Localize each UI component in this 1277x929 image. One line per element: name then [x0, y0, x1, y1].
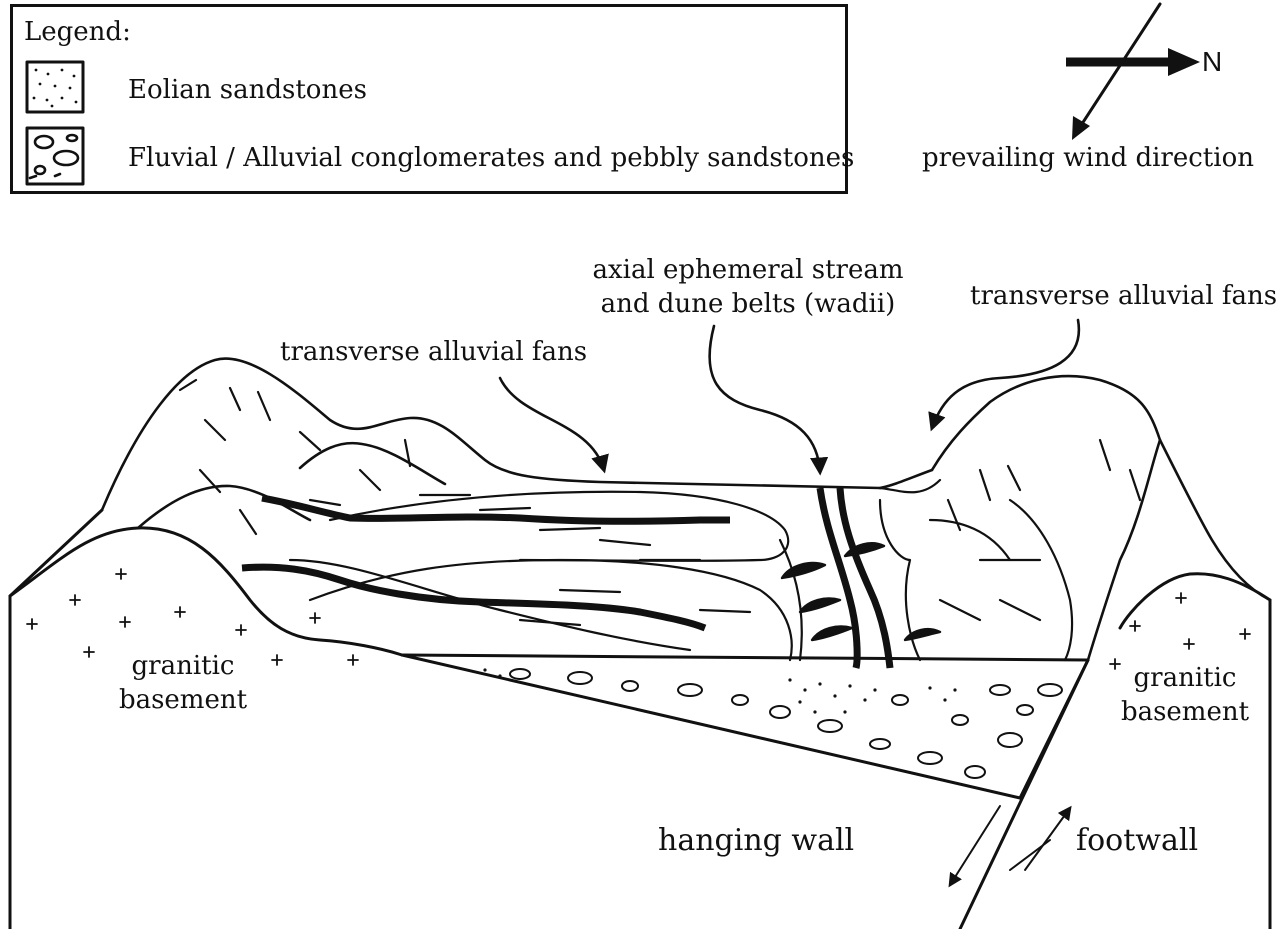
wind-direction-label: prevailing wind direction — [922, 144, 1254, 174]
legend-item-eolian: Eolian sandstones — [128, 76, 367, 106]
north-arrow — [1066, 48, 1200, 76]
label-axial-stream-line1: axial ephemeral stream — [592, 256, 904, 286]
fan-hachures — [180, 380, 1140, 625]
label-granitic-left-1: granitic — [110, 652, 256, 682]
label-transverse-fans-right: transverse alluvial fans — [970, 282, 1277, 312]
fault-slip-arrows — [950, 806, 1070, 885]
right-mountain-range — [880, 376, 1270, 660]
legend-title: Legend: — [24, 18, 131, 48]
label-axial-stream-line2: and dune belts (wadii) — [592, 290, 904, 320]
left-mountain-range — [102, 359, 880, 528]
label-granitic-right-1: granitic — [1112, 664, 1258, 694]
conglomerate-wedge — [510, 669, 1062, 778]
legend-item-fluvial: Fluvial / Alluvial conglomerates and peb… — [128, 144, 854, 174]
right-alluvial-fans — [880, 480, 1072, 660]
label-granitic-left-2: basement — [110, 686, 256, 716]
label-granitic-right-2: basement — [1112, 698, 1258, 728]
dune-belt — [782, 543, 940, 640]
label-hanging-wall: hanging wall — [658, 824, 854, 859]
block-outline — [10, 510, 1270, 929]
north-label: N — [1202, 46, 1222, 78]
wind-direction-arrow — [1072, 4, 1160, 140]
label-transverse-fans-left: transverse alluvial fans — [280, 338, 587, 368]
label-footwall: footwall — [1076, 824, 1198, 859]
